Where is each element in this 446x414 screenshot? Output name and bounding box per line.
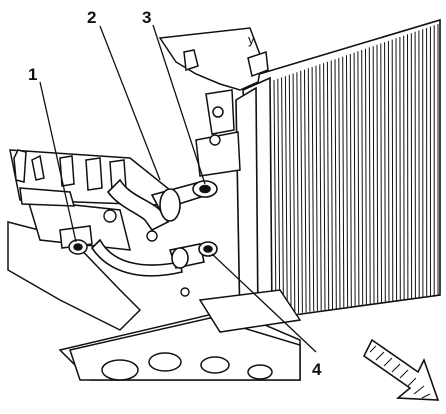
callout-3: 3 [142, 8, 151, 27]
radiator-fin-line [376, 44, 379, 304]
radiator-fin-line [361, 49, 364, 306]
cooler-line-lower [90, 238, 218, 277]
callout-4: 4 [312, 360, 322, 379]
radiator-fin-line [307, 68, 311, 312]
radiator [235, 18, 441, 328]
radiator-fin-line [346, 55, 349, 308]
radiator-fin-line [334, 59, 337, 309]
radiator-fin-line [391, 39, 394, 302]
front-direction-arrow-icon [362, 338, 440, 401]
radiator-fin-line [273, 79, 277, 317]
leader-lines [39, 24, 317, 353]
radiator-fin-line [288, 74, 292, 315]
callout-1: 1 [28, 65, 37, 84]
radiator-fin-line [353, 52, 356, 307]
lower-panel [69, 289, 302, 381]
cooler-line-upper [106, 178, 218, 232]
radiator-fin-line [372, 46, 375, 304]
callout-2: 2 [87, 8, 96, 27]
radiator-fin-line [342, 56, 345, 308]
radiator-fin-line [380, 43, 382, 304]
radiator-fin-line [365, 48, 367, 305]
radiator-fin-line [338, 57, 341, 309]
radiator-fin-line [281, 77, 284, 316]
radiator-fin-line [284, 76, 288, 315]
upper-bracket [158, 27, 269, 177]
radiator-fin-line [357, 51, 360, 306]
corner-mark: y [248, 32, 255, 47]
radiator-fin-line [387, 40, 390, 303]
line-clip [59, 225, 93, 255]
radiator-fin-line [304, 69, 307, 313]
radiator-fin-line [323, 63, 326, 311]
radiator-fin-line [319, 64, 322, 311]
radiator-fin-line [384, 42, 386, 303]
radiator-fin-line [326, 61, 330, 310]
radiator-fin-line [330, 60, 333, 310]
radiator-fin-line [300, 70, 303, 313]
radiator-fin-line [315, 65, 318, 311]
radiator-fin-line [311, 66, 315, 312]
radiator-fin-line [349, 53, 352, 307]
radiator-fin-line [292, 73, 296, 314]
fasteners [103, 134, 221, 297]
radiator-fin-line [395, 38, 398, 302]
radiator-fin-line [277, 78, 281, 316]
radiator-fin-line [296, 72, 300, 314]
radiator-fin-line [368, 47, 371, 305]
